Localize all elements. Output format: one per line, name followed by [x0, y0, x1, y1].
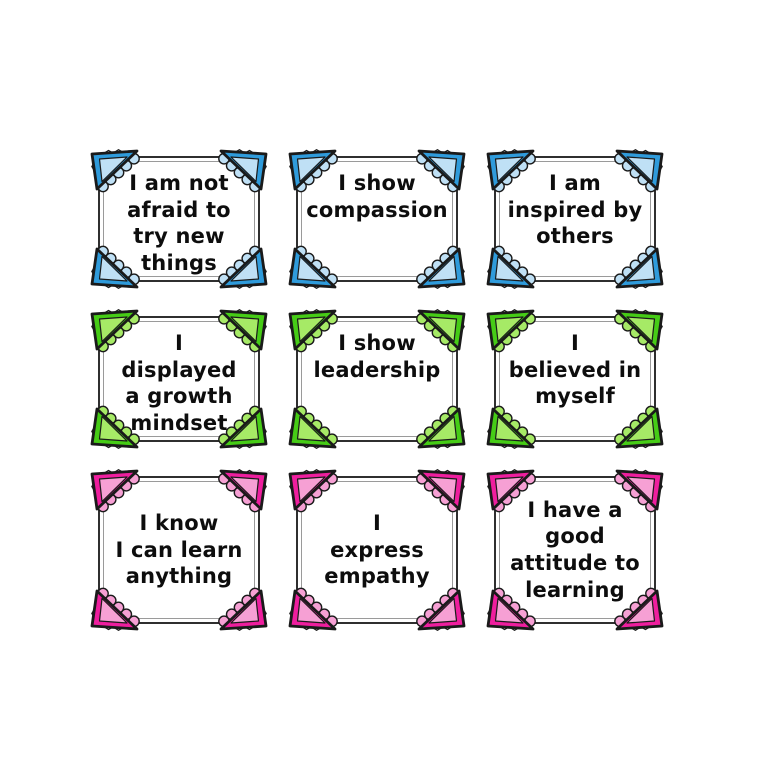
- card-text-line: myself: [535, 384, 615, 409]
- corner-triangle-bottom-left-icon: [90, 405, 142, 450]
- card-text-line: believed in: [508, 357, 642, 382]
- card-text-line: I show: [338, 171, 416, 195]
- card-text-line: I have a: [527, 497, 623, 522]
- card-text-line: displayed: [121, 357, 237, 382]
- corner-triangle-top-left-icon: [288, 468, 340, 513]
- card-text-line: inspired by: [507, 197, 643, 222]
- card-text-line: express: [330, 537, 424, 562]
- corner-triangle-bottom-right-icon: [414, 245, 466, 290]
- corner-triangle-top-right-icon: [216, 468, 268, 513]
- card-text-line: compassion: [306, 197, 448, 222]
- card-text-line: mindset: [130, 410, 228, 435]
- card-text-line: leadership: [313, 357, 441, 382]
- card-text-line: good: [545, 524, 605, 549]
- card-text-line: others: [536, 224, 614, 249]
- corner-triangle-bottom-left-icon: [288, 405, 340, 450]
- card-frame: [296, 316, 458, 442]
- corner-triangle-bottom-left-icon: [90, 587, 142, 632]
- corner-triangle-top-right-icon: [216, 308, 268, 353]
- corner-triangle-bottom-left-icon: [486, 245, 538, 290]
- card-text-line: things: [141, 250, 217, 275]
- corner-triangle-top-left-icon: [90, 468, 142, 513]
- card-text-line: try new: [133, 224, 225, 249]
- card-text-line: I show: [338, 331, 416, 355]
- corner-triangle-bottom-left-icon: [486, 587, 538, 632]
- corner-triangle-top-right-icon: [612, 308, 664, 353]
- corner-triangle-bottom-right-icon: [216, 245, 268, 290]
- corner-triangle-top-right-icon: [414, 468, 466, 513]
- corner-triangle-top-right-icon: [414, 308, 466, 353]
- corner-triangle-bottom-right-icon: [612, 245, 664, 290]
- corner-triangle-bottom-right-icon: [216, 587, 268, 632]
- corner-triangle-bottom-right-icon: [612, 587, 664, 632]
- card-text-line: attitude to: [510, 551, 640, 575]
- card-text-line: I am not: [129, 171, 229, 195]
- card-frame: [296, 476, 458, 624]
- corner-triangle-top-left-icon: [486, 148, 538, 193]
- corner-triangle-top-right-icon: [612, 468, 664, 513]
- corner-triangle-top-left-icon: [90, 148, 142, 193]
- corner-triangle-bottom-left-icon: [288, 587, 340, 632]
- card-frame: [98, 476, 260, 624]
- corner-triangle-bottom-right-icon: [612, 405, 664, 450]
- card-text-line: afraid to: [127, 197, 231, 222]
- card-text-line: I can learn: [115, 537, 243, 562]
- corner-triangle-top-left-icon: [486, 468, 538, 513]
- corner-triangle-top-right-icon: [216, 148, 268, 193]
- card-text-line: empathy: [324, 564, 430, 589]
- corner-triangle-top-left-icon: [486, 308, 538, 353]
- card-frame: [494, 476, 656, 624]
- card-text-line: I: [570, 331, 579, 355]
- corner-triangle-top-right-icon: [612, 148, 664, 193]
- corner-triangle-bottom-left-icon: [288, 245, 340, 290]
- card-text-line: I: [174, 331, 183, 355]
- corner-triangle-top-left-icon: [90, 308, 142, 353]
- card-frame: [98, 316, 260, 442]
- card-text-line: I am: [549, 171, 601, 195]
- card-text-line: a growth: [125, 384, 233, 409]
- corner-triangle-bottom-right-icon: [414, 587, 466, 632]
- corner-triangle-top-left-icon: [288, 308, 340, 353]
- card-text-line: anything: [125, 564, 233, 589]
- card-frame: [98, 156, 260, 282]
- corner-triangle-bottom-right-icon: [216, 405, 268, 450]
- card-frame: [494, 316, 656, 442]
- card-text-line: learning: [525, 577, 625, 602]
- corner-triangle-bottom-left-icon: [90, 245, 142, 290]
- corner-triangle-top-left-icon: [288, 148, 340, 193]
- card-text-line: I: [372, 511, 381, 536]
- card-text-line: I know: [139, 511, 219, 536]
- corner-triangle-bottom-right-icon: [414, 405, 466, 450]
- card-frame: [296, 156, 458, 282]
- corner-triangle-top-right-icon: [414, 148, 466, 193]
- card-frame: [494, 156, 656, 282]
- corner-triangle-bottom-left-icon: [486, 405, 538, 450]
